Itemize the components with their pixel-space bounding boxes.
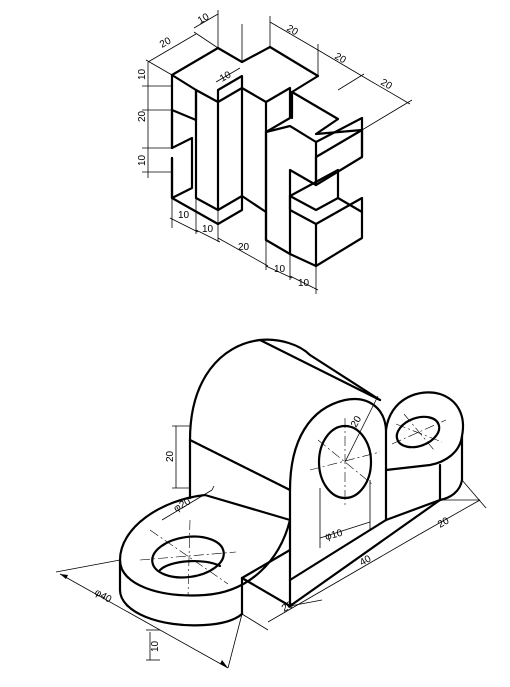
dim-10-thickness: 10	[150, 640, 161, 652]
bracket-body	[118, 338, 465, 627]
dim-10-inner: 10	[218, 69, 234, 84]
dim-20-radius: 20	[349, 414, 364, 430]
dim-20-end: 20	[436, 515, 452, 530]
dim-10-top: 10	[196, 11, 212, 26]
dim-10-bottom-a: 10	[178, 210, 190, 221]
bracket-centerlines	[139, 413, 447, 597]
dim-20-height: 20	[165, 450, 176, 462]
bracket-dimension-lines	[55, 395, 487, 669]
dim-10-left-top: 10	[137, 68, 148, 80]
dim-20-front: 20	[280, 599, 296, 614]
dim-20-left-mid: 20	[137, 110, 148, 122]
dim-10-left-low: 10	[137, 154, 148, 166]
dim-10-bottom-b: 10	[202, 224, 214, 235]
block-dimension-labels: 20 10 20 20 20 10 20 10 10 10 10 20 10 1…	[137, 11, 394, 289]
dim-20-right-b: 20	[379, 77, 395, 92]
dim-20-bottom: 20	[238, 242, 250, 253]
block-dimension-lines	[142, 10, 413, 294]
dim-20-right-a: 20	[333, 51, 349, 66]
dim-phi10: φ10	[324, 528, 344, 543]
dim-20-top-left: 20	[158, 35, 174, 50]
dim-20-top: 20	[285, 23, 301, 38]
dim-10-bottom-c: 10	[274, 264, 286, 275]
dim-40-length: 40	[358, 553, 374, 568]
dim-phi40: φ40	[93, 587, 114, 606]
dim-10-bottom-d: 10	[298, 278, 310, 289]
